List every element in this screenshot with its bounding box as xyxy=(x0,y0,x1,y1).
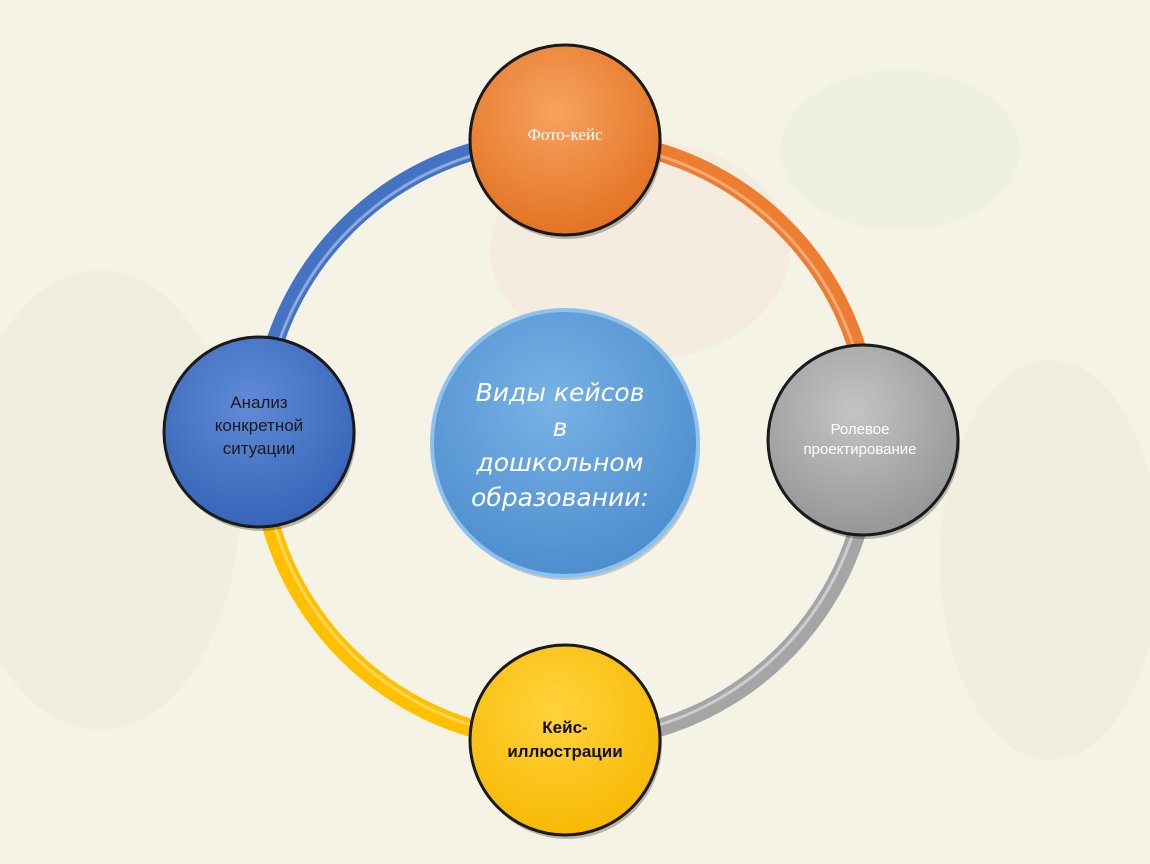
connector-ring xyxy=(261,141,869,739)
arc-left-top xyxy=(261,141,479,359)
node-bottom-label: Кейс- иллюстрации xyxy=(507,718,623,761)
center-node xyxy=(430,308,700,580)
node-top-label: Фото-кейс xyxy=(527,125,603,144)
arc-bottom-left xyxy=(261,521,479,739)
node-right-label: Ролевое проектирование xyxy=(803,421,917,458)
arc-top-right xyxy=(651,141,869,359)
node-left-label: Анализ конкретной ситуации xyxy=(214,392,304,458)
center-node-label: Виды кейсов в дошкольном образовании: xyxy=(471,378,649,512)
node-top xyxy=(468,43,662,239)
node-bottom xyxy=(468,643,662,839)
arc-right-bottom xyxy=(651,521,869,739)
node-left xyxy=(162,335,356,531)
node-right xyxy=(766,343,960,539)
